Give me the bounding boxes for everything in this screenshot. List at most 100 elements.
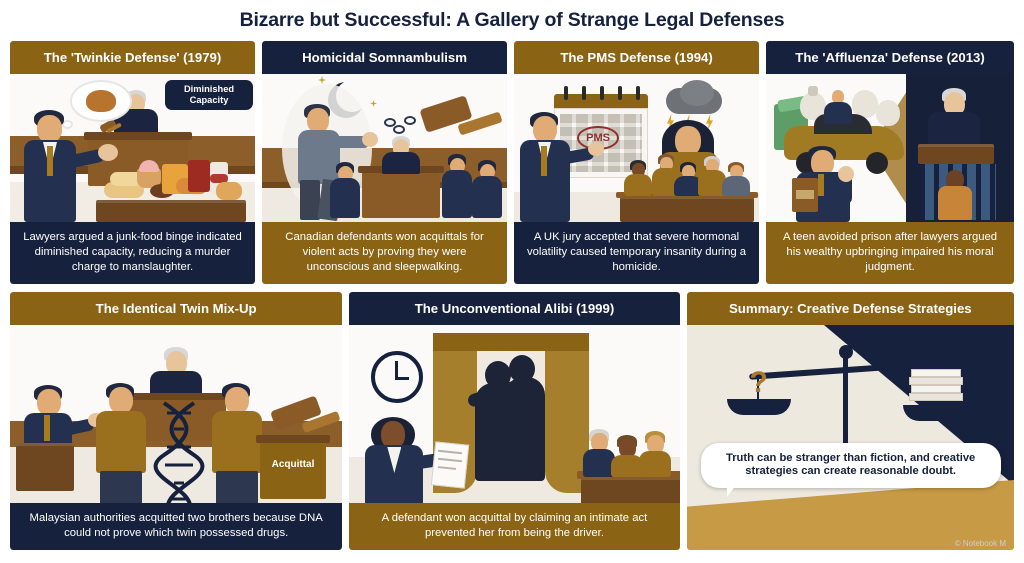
panel-header-twin: The Identical Twin Mix-Up: [10, 292, 343, 325]
chain-link-3: [404, 116, 417, 125]
food-twinkie: [104, 182, 144, 198]
juror-2-body: [611, 455, 644, 477]
scale-pivot: [838, 345, 853, 359]
lawyer-hand: [98, 144, 118, 161]
thought-bubble-dot-large: [62, 120, 73, 129]
food-pastry: [216, 182, 242, 200]
juror-3-body: [674, 176, 703, 196]
money-bag-2: [852, 90, 879, 118]
lawyer-tie: [47, 146, 53, 176]
judge-bench-top: [124, 393, 230, 400]
clock-hand-hour: [395, 377, 410, 380]
watermark: © Notebook M: [954, 539, 1006, 548]
panel-header-twinkie: The 'Twinkie Defense' (1979): [10, 41, 256, 74]
juror-4-body: [698, 170, 727, 196]
panel-header-summary: Summary: Creative Defense Strategies: [686, 292, 1014, 325]
panel-unconventional-alibi[interactable]: The Unconventional Alibi (1999): [349, 292, 680, 550]
panel-pms-defense[interactable]: The PMS Defense (1994) PMS: [514, 41, 760, 284]
panel-row-1: The 'Twinkie Defense' (1979): [10, 41, 1014, 284]
panel-homicidal-somnambulism[interactable]: Homicidal Somnambulism: [262, 41, 508, 284]
twin-1-pants: [100, 471, 142, 503]
panel-art-summary: ? Truth can be stranger than fiction, an…: [686, 325, 1014, 550]
panel-twinkie-defense[interactable]: The 'Twinkie Defense' (1979): [10, 41, 256, 284]
panel-affluenza-defense[interactable]: The 'Affluenza' Defense (2013): [766, 41, 1014, 284]
star-icon-1: [318, 76, 327, 84]
sleepwalker-hand: [362, 132, 379, 147]
judge-bench-top: [84, 132, 192, 140]
food-cupcake: [137, 168, 161, 188]
lawyer-tie: [818, 174, 825, 196]
calendar-ring-5: [636, 86, 641, 100]
defendant-head: [675, 126, 702, 156]
juror-3-head: [647, 435, 665, 454]
lawyer-head: [533, 116, 558, 143]
female-lawyer-head: [381, 421, 406, 449]
panel-caption-twinkie: Lawyers argued a junk-food binge indicat…: [10, 221, 256, 284]
summary-speech-text: Truth can be stranger than fiction, and …: [725, 452, 976, 478]
panel-header-alibi: The Unconventional Alibi (1999): [349, 292, 680, 325]
juror-1-head: [632, 163, 646, 177]
juror-2-head: [619, 439, 637, 458]
food-twinkie-2: [110, 172, 144, 186]
lawyer-podium: [16, 443, 74, 491]
document-stack-2: [908, 377, 963, 385]
panel-identical-twin-mixup[interactable]: The Identical Twin Mix-Up: [10, 292, 343, 550]
sleepwalker-head: [307, 108, 330, 133]
document-stack-1: [910, 369, 961, 377]
twin-1-shirt: [96, 411, 146, 473]
law-book-label: [796, 190, 815, 199]
question-mark-icon: ?: [749, 366, 768, 399]
lawyer-pointing-hand: [588, 142, 605, 156]
panel-summary[interactable]: Summary: Creative Defense Strategies ?: [686, 292, 1014, 550]
clock-icon: [371, 351, 424, 403]
twin-2-head: [225, 387, 249, 414]
panel-header-somnambulism: Homicidal Somnambulism: [262, 41, 508, 74]
juror-1-head: [591, 433, 609, 452]
star-icon-2: [370, 100, 378, 107]
panel-caption-twin: Malaysian authorities acquitted two brot…: [10, 502, 343, 550]
lawyer-raised-hand: [838, 166, 855, 182]
diminished-capacity-callout: Diminished Capacity: [165, 80, 253, 111]
judge-head: [944, 92, 966, 116]
twin-2-pants: [216, 471, 258, 503]
panel-caption-affluenza: A teen avoided prison after lawyers argu…: [766, 221, 1014, 284]
juror-3-head: [682, 165, 696, 179]
judge-bench: [918, 144, 995, 164]
panel-art-affluenza: [766, 74, 1014, 222]
food-cupcake-frosting: [139, 160, 159, 172]
chain-link-2: [393, 125, 406, 134]
food-soda-label: [210, 174, 228, 183]
acquittal-block-top: [256, 435, 330, 443]
money-bag-3: [876, 100, 901, 126]
jury-box: [620, 196, 755, 222]
curtain-valance: [433, 333, 590, 351]
sleepwalker-leg-1: [300, 180, 321, 220]
lawyer-tie: [541, 146, 548, 176]
panel-art-twin: Acquittal: [10, 325, 343, 503]
acquittal-block: [260, 439, 326, 499]
panel-header-affluenza: The 'Affluenza' Defense (2013): [766, 41, 1014, 74]
lightning-bolt-left: [667, 114, 675, 130]
food-table: [96, 200, 246, 222]
juror-1-body: [583, 449, 616, 477]
rich-teen-head: [832, 90, 845, 104]
lawyer-head: [811, 150, 835, 176]
twin-1-head: [109, 387, 133, 414]
lightning-bolt-right: [706, 114, 714, 130]
panel-art-somnambulism: [262, 74, 508, 222]
lawyer-tie: [44, 415, 50, 441]
attendee-1-body: [330, 178, 361, 218]
attendee-2-body: [442, 170, 473, 218]
jury-bench: [581, 477, 680, 503]
acquittal-label: Acquittal: [271, 459, 315, 470]
sleepwalker-arm: [328, 136, 371, 148]
panel-header-pms: The PMS Defense (1994): [514, 41, 760, 74]
scale-right-pan: [902, 405, 969, 421]
panel-art-alibi: [349, 325, 680, 503]
chain-link-1: [384, 118, 397, 127]
calendar-ring-4: [618, 86, 623, 100]
document-stack-4: [908, 393, 963, 401]
inmate-head: [946, 170, 965, 190]
car-wheel-rear: [866, 152, 889, 174]
